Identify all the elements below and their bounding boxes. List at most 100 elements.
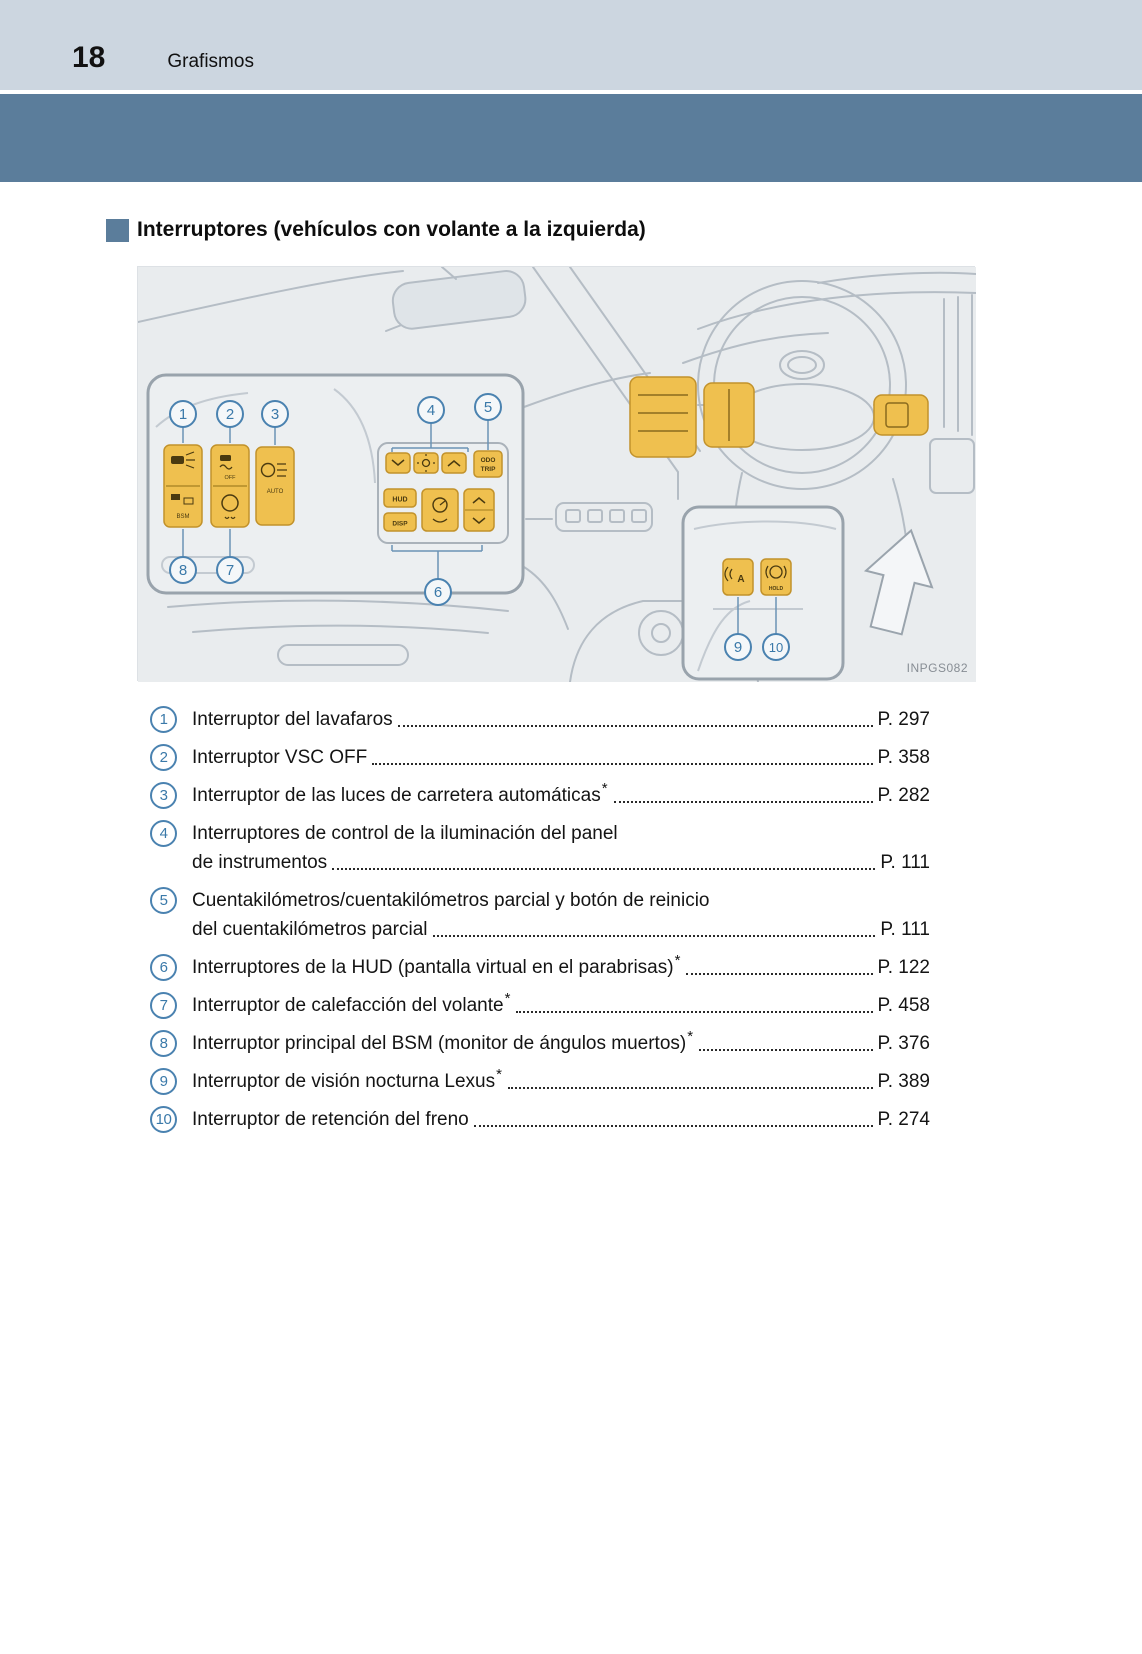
rearview-mirror bbox=[391, 270, 527, 330]
legend-page-ref: P. 458 bbox=[877, 995, 930, 1016]
page-number: 18 bbox=[72, 41, 106, 74]
legend-page-ref: P. 282 bbox=[877, 785, 930, 806]
legend-text: Interruptor de calefacción del volante bbox=[192, 995, 504, 1016]
legend-number-badge: 1 bbox=[150, 706, 177, 733]
legend-dot-leader bbox=[686, 973, 873, 975]
disp-label: DISP bbox=[392, 521, 408, 528]
legend-page-ref: P. 376 bbox=[877, 1033, 930, 1054]
svg-text:8: 8 bbox=[179, 562, 187, 579]
legend-text: Interruptor de visión nocturna Lexus bbox=[192, 1071, 496, 1092]
svg-text:7: 7 bbox=[226, 562, 234, 579]
legend-item: 7 Interruptor de calefacción del volante… bbox=[150, 990, 930, 1020]
off-label: OFF bbox=[225, 475, 237, 481]
legend-last-line: Interruptor de las luces de carretera au… bbox=[192, 780, 930, 810]
legend-item: 10 Interruptor de retención del freno P.… bbox=[150, 1105, 930, 1134]
legend-item: 2 Interruptor VSC OFF P. 358 bbox=[150, 743, 930, 772]
svg-text:4: 4 bbox=[427, 402, 435, 419]
legend-item-body: Interruptor de retención del freno P. 27… bbox=[192, 1105, 930, 1134]
legend-item-body: Interruptor de visión nocturna Lexus * P… bbox=[192, 1066, 930, 1096]
bsm-label: BSM bbox=[176, 514, 189, 520]
legend-asterisk: * bbox=[504, 990, 511, 1007]
legend-last-line: Interruptor principal del BSM (monitor d… bbox=[192, 1028, 930, 1058]
figure-code: INPGS082 bbox=[907, 661, 968, 675]
legend-dot-leader bbox=[613, 801, 873, 803]
heading-text: Interruptores (vehículos con volante a l… bbox=[137, 218, 646, 241]
legend-text: del cuentakilómetros parcial bbox=[192, 919, 428, 940]
window-switches bbox=[555, 502, 653, 532]
auto-label: AUTO bbox=[267, 489, 284, 495]
inset-pointer-arrow bbox=[863, 528, 934, 636]
section-title: Grafismos bbox=[167, 51, 254, 72]
legend-number-badge: 6 bbox=[150, 954, 177, 981]
legend-last-line: Interruptor de visión nocturna Lexus * P… bbox=[192, 1066, 930, 1096]
legend-item-body: Interruptor del lavafaros P. 297 bbox=[192, 705, 930, 734]
callout-10: 10 bbox=[762, 633, 790, 661]
legend-item: 3 Interruptor de las luces de carretera … bbox=[150, 780, 930, 810]
callout-4: 4 bbox=[417, 396, 445, 424]
legend-item-body: Interruptor VSC OFF P. 358 bbox=[192, 743, 930, 772]
switch-lavafaros-bsm: BSM bbox=[163, 444, 203, 528]
legend-page-ref: P. 111 bbox=[880, 852, 930, 873]
legend-dot-leader bbox=[473, 1125, 873, 1127]
legend-number-badge: 3 bbox=[150, 782, 177, 809]
legend-item: 5 Cuentakilómetros/cuentakilómetros parc… bbox=[150, 886, 930, 944]
legend-text: Interruptor de las luces de carretera au… bbox=[192, 785, 601, 806]
callout-5: 5 bbox=[474, 393, 502, 421]
switch-auto-high-beam: AUTO bbox=[255, 446, 295, 526]
brake-hold-button: HOLD bbox=[760, 558, 792, 596]
legend-last-line: Interruptor de calefacción del volante *… bbox=[192, 990, 930, 1020]
legend-item: 8 Interruptor principal del BSM (monitor… bbox=[150, 1028, 930, 1058]
legend-page-ref: P. 122 bbox=[877, 957, 930, 978]
legend-last-line: del cuentakilómetros parcial P. 111 bbox=[192, 915, 930, 944]
callout-6: 6 bbox=[424, 578, 452, 606]
legend-asterisk: * bbox=[674, 952, 681, 969]
hold-label: HOLD bbox=[769, 586, 784, 592]
legend-number-badge: 10 bbox=[150, 1106, 177, 1133]
legend-item-body: Interruptores de la HUD (pantalla virtua… bbox=[192, 952, 930, 982]
legend-text: Interruptor VSC OFF bbox=[192, 747, 368, 768]
legend-list: 1 Interruptor del lavafaros P. 297 2 Int… bbox=[150, 705, 930, 1134]
night-vision-button: A bbox=[722, 558, 754, 596]
callout-3: 3 bbox=[261, 400, 289, 428]
callouts-right: 9 10 bbox=[724, 633, 790, 661]
legend-asterisk: * bbox=[496, 1066, 502, 1083]
legend-dot-leader bbox=[372, 763, 873, 765]
legend-dot-leader bbox=[432, 935, 876, 937]
svg-text:9: 9 bbox=[734, 639, 742, 656]
inset-console-panel: A HOLD 9 10 bbox=[681, 505, 845, 681]
legend-number-badge: 5 bbox=[150, 887, 177, 914]
legend-page-ref: P. 274 bbox=[877, 1109, 930, 1130]
legend-page-ref: P. 111 bbox=[880, 919, 930, 940]
legend-text: Interruptor de retención del freno bbox=[192, 1109, 469, 1130]
odo-trip-button: ODO TRIP bbox=[473, 450, 503, 478]
legend-dot-leader bbox=[516, 1011, 873, 1013]
legend-line1: Cuentakilómetros/cuentakilómetros parcia… bbox=[192, 890, 710, 911]
instrument-panel-controls: ODO TRIP HUD DISP bbox=[377, 442, 509, 544]
switch-vsc-off-heated-wheel: OFF bbox=[210, 444, 250, 528]
callout-8: 8 bbox=[169, 556, 197, 584]
night-vision-glyph: A bbox=[737, 574, 744, 585]
legend-dot-leader bbox=[332, 868, 876, 870]
legend-item-body: Interruptor de las luces de carretera au… bbox=[192, 780, 930, 810]
svg-text:10: 10 bbox=[769, 640, 783, 655]
legend-item: 9 Interruptor de visión nocturna Lexus *… bbox=[150, 1066, 930, 1096]
legend-last-line: Interruptor de retención del freno P. 27… bbox=[192, 1105, 930, 1134]
odo-label: ODO bbox=[481, 457, 496, 464]
svg-text:1: 1 bbox=[179, 406, 187, 423]
legend-text: Interruptor del lavafaros bbox=[192, 709, 393, 730]
trip-label: TRIP bbox=[481, 466, 496, 473]
callout-1: 1 bbox=[169, 400, 197, 428]
dashboard-illustration: BSM OFF AUTO bbox=[138, 267, 976, 682]
svg-text:3: 3 bbox=[271, 406, 279, 423]
legend-number-badge: 9 bbox=[150, 1068, 177, 1095]
legend-item-body: Interruptor de calefacción del volante *… bbox=[192, 990, 930, 1020]
legend-item: 6 Interruptores de la HUD (pantalla virt… bbox=[150, 952, 930, 982]
hud-label: HUD bbox=[392, 497, 407, 504]
legend-last-line: Interruptores de la HUD (pantalla virtua… bbox=[192, 952, 930, 982]
legend-text: Interruptores de la HUD (pantalla virtua… bbox=[192, 957, 674, 978]
legend-number-badge: 7 bbox=[150, 992, 177, 1019]
svg-text:5: 5 bbox=[484, 399, 492, 416]
highlighted-steering-switches bbox=[629, 376, 929, 458]
legend-asterisk: * bbox=[601, 780, 608, 797]
svg-text:6: 6 bbox=[434, 584, 442, 601]
